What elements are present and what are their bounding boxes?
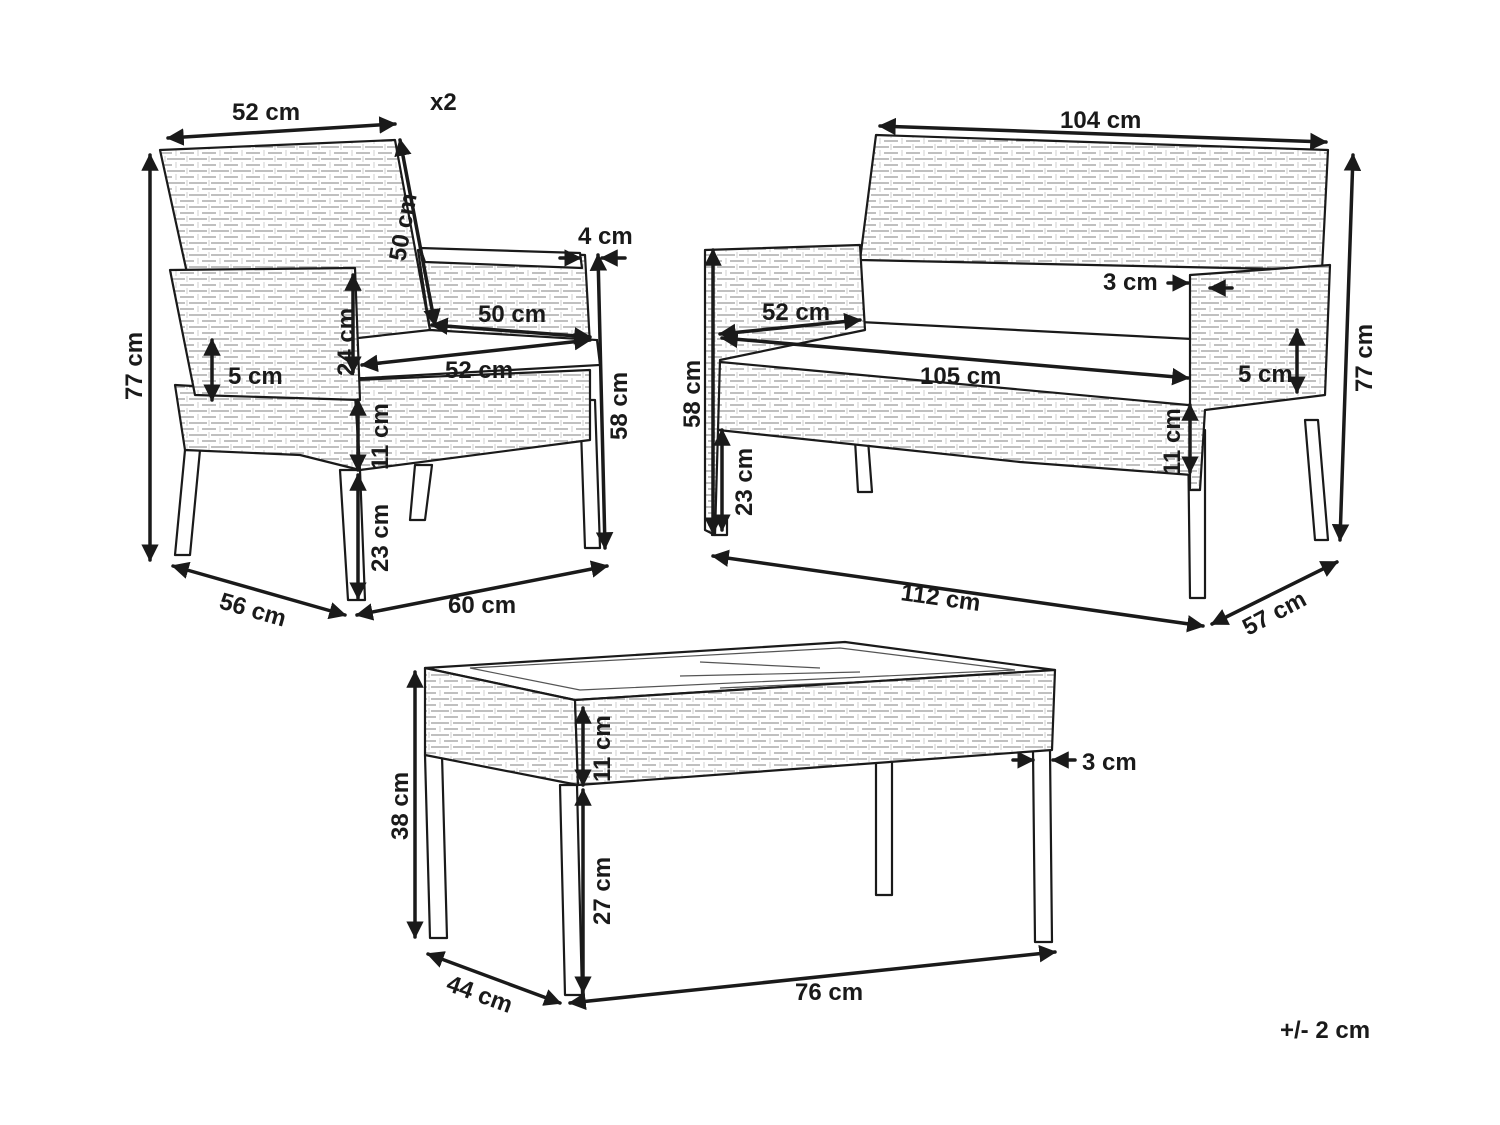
sofa-total-height-label: 77 cm bbox=[1351, 324, 1378, 392]
table-width-label: 76 cm bbox=[795, 979, 863, 1006]
table-frame-height-label: 11 cm bbox=[589, 715, 616, 782]
sofa-leg-height-label: 23 cm bbox=[731, 448, 758, 516]
sofa-width-label: 112 cm bbox=[899, 579, 982, 617]
armchair-arm-width-label: 4 cm bbox=[578, 223, 633, 250]
armchair-frame-height-label: 11 cm bbox=[367, 403, 394, 470]
dimension-lines bbox=[141, 116, 1362, 1011]
table-leg-width-label: 3 cm bbox=[1082, 749, 1137, 776]
sofa-width-top-label: 104 cm bbox=[1060, 107, 1141, 134]
dimension-labels: x2 +/- 2 cm 52 cm 50 cm 4 cm 50 cm 52 cm… bbox=[121, 89, 1378, 1044]
tolerance-note: +/- 2 cm bbox=[1280, 1017, 1370, 1044]
armchair-cushion-thickness-label: 5 cm bbox=[228, 363, 283, 390]
table-depth-label: 44 cm bbox=[443, 970, 516, 1019]
armchair-arm-height-label: 24 cm bbox=[333, 308, 360, 376]
sofa-seat-height-label: 58 cm bbox=[679, 360, 706, 428]
sofa-cushion-thickness-label: 5 cm bbox=[1238, 361, 1293, 388]
armchair-total-height-label: 77 cm bbox=[121, 332, 148, 400]
quantity-note: x2 bbox=[430, 89, 457, 116]
armchair-seat-depth-label: 50 cm bbox=[478, 301, 546, 328]
armchair-leg-height-label: 23 cm bbox=[367, 504, 394, 572]
sofa-arm-width-label: 3 cm bbox=[1103, 269, 1158, 296]
sofa-drawing bbox=[703, 133, 1332, 600]
table-drawing bbox=[423, 640, 1057, 997]
sofa-frame-height-label: 11 cm bbox=[1159, 408, 1186, 475]
armchair-seat-width-label: 52 cm bbox=[445, 357, 513, 384]
table-leg-height-label: 27 cm bbox=[589, 857, 616, 925]
armchair-width-label: 60 cm bbox=[448, 592, 516, 619]
table-total-height-label: 38 cm bbox=[387, 772, 414, 840]
armchair-width-top-label: 52 cm bbox=[232, 99, 300, 126]
sofa-seat-width-label: 105 cm bbox=[920, 363, 1001, 390]
armchair-seat-height-label: 58 cm bbox=[606, 372, 633, 440]
sofa-arm-depth-label: 52 cm bbox=[762, 299, 830, 326]
